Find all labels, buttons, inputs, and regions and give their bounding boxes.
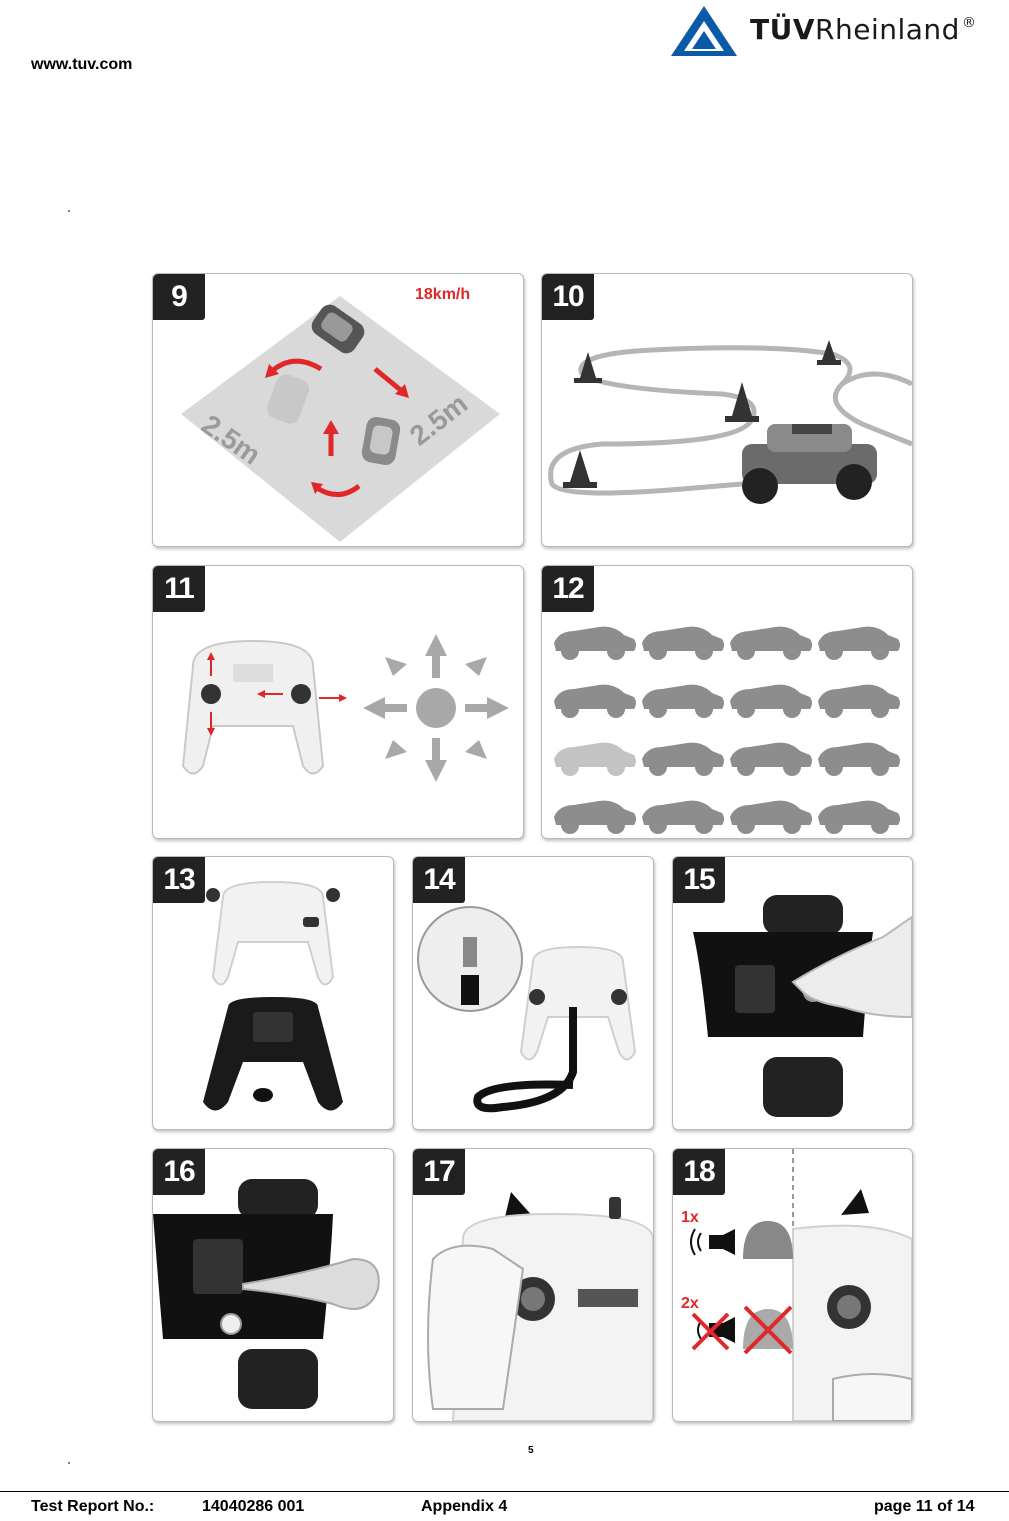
instruction-panel-12: 12 — [541, 565, 913, 839]
horn-icon — [690, 1228, 735, 1256]
logo-wordmark: TÜVRheinland® — [750, 13, 976, 46]
footer-divider — [0, 1491, 1009, 1492]
step-number-badge: 13 — [153, 857, 205, 903]
instruction-panel-13: 13 — [152, 856, 394, 1130]
press-once-label: 1x — [681, 1209, 699, 1226]
cone-course-illustration — [548, 340, 912, 504]
instruction-panel-16: 16 — [152, 1148, 394, 1422]
instruction-panel-17: 17 — [412, 1148, 654, 1422]
step-number-badge: 15 — [673, 857, 725, 903]
step-number-badge: 9 — [153, 274, 205, 320]
monster-truck-icon — [742, 424, 877, 504]
logo-text-bold: TÜV — [750, 13, 816, 46]
logo-text-regular: Rheinland — [815, 13, 960, 46]
remote-controller-icon — [206, 880, 340, 986]
traffic-cone-icon — [563, 450, 597, 488]
traffic-cone-icon — [817, 340, 841, 365]
car-top-icon — [311, 304, 365, 354]
instruction-panel-14: 14 — [412, 856, 654, 1130]
power-switch-illustration — [693, 895, 912, 1117]
footer-appendix: Appendix 4 — [421, 1498, 508, 1515]
traffic-cone-icon — [574, 352, 602, 383]
step-number-badge: 18 — [673, 1149, 725, 1195]
controller-direction-illustration — [181, 634, 509, 782]
turning-area-illustration — [181, 296, 500, 542]
light-on-icon — [743, 1221, 793, 1259]
instruction-panel-18: 18 1x 2x — [672, 1148, 913, 1422]
step-number-badge: 14 — [413, 857, 465, 903]
instruction-panel-11: 11 — [152, 565, 524, 839]
footer-page: page 11 of 14 — [874, 1498, 975, 1515]
hand-controller-illustration — [427, 1192, 653, 1421]
controller-back-icon — [203, 997, 343, 1111]
page-mark-top — [68, 210, 70, 212]
tuv-rheinland-logo: TÜVRheinland® — [668, 3, 988, 59]
car-grid-illustration — [554, 626, 900, 834]
remote-controller-icon — [519, 945, 637, 1061]
instruction-panel-10: 10 — [541, 273, 913, 547]
speed-label: 18km/h — [415, 286, 471, 303]
car-right-icon — [361, 416, 401, 466]
traffic-cone-icon — [725, 382, 759, 422]
step-number-badge: 16 — [153, 1149, 205, 1195]
remote-controller-icon — [181, 639, 325, 775]
instruction-panel-9: 9 18km/h 2.5m 2.5m — [152, 273, 524, 547]
footer-report-number: 14040286 001 — [202, 1498, 305, 1515]
step-number-badge: 10 — [542, 274, 594, 320]
instruction-panel-15: 15 — [672, 856, 913, 1130]
controller-battery-illustration — [203, 880, 343, 1111]
logo-registered: ® — [961, 15, 977, 31]
press-twice-label: 2x — [681, 1295, 699, 1312]
header-url[interactable]: www.tuv.com — [31, 56, 133, 73]
step-number-badge: 17 — [413, 1149, 465, 1195]
charging-illustration — [153, 1179, 380, 1409]
page-mark-bottom — [68, 1462, 70, 1464]
footer-report-label: Test Report No.: — [31, 1498, 155, 1515]
lanyard-illustration — [417, 906, 637, 1113]
step-number-badge: 12 — [542, 566, 594, 612]
horn-lights-illustration — [690, 1149, 912, 1421]
manual-page-number: 5 — [528, 1445, 534, 1456]
tuv-triangle-logo-icon — [671, 6, 737, 56]
direction-arrow-icon — [363, 634, 509, 782]
step-number-badge: 11 — [153, 566, 205, 612]
car-left-icon — [266, 374, 310, 424]
